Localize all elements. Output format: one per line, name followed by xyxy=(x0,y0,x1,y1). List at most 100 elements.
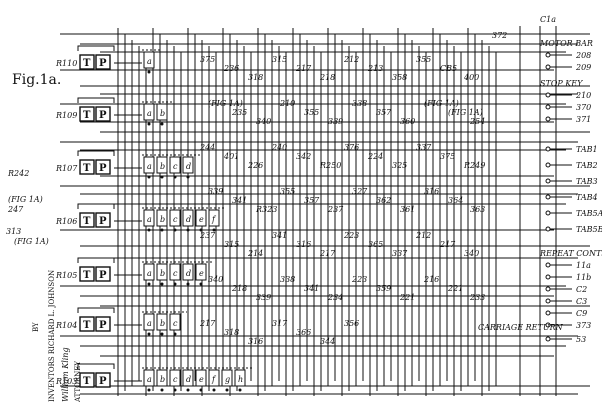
right-terminal xyxy=(545,194,551,200)
wire-number: 337 xyxy=(416,143,432,152)
contact-box xyxy=(143,51,155,69)
contact-box xyxy=(182,209,194,227)
contact-dot xyxy=(160,175,164,179)
wire-number: R250 xyxy=(319,161,341,170)
coil-bracket xyxy=(77,363,115,369)
wire-number: 218 xyxy=(231,284,247,293)
contact-dot xyxy=(212,388,216,392)
wire-number: 234 xyxy=(327,293,343,302)
contact-letter: b xyxy=(160,215,165,224)
relay-label: R103 xyxy=(55,377,77,386)
right-terminal-number: 373 xyxy=(576,321,591,330)
wire-number: 337 xyxy=(392,249,408,258)
contact-dot xyxy=(186,388,190,392)
coil-bracket xyxy=(77,97,115,103)
wire-number: 376 xyxy=(344,143,359,152)
right-terminal xyxy=(545,336,551,342)
right-group-title: REPEAT CONTS xyxy=(539,249,602,258)
wire-number: 340 xyxy=(464,249,479,258)
contact-dot xyxy=(160,388,164,392)
contact-letter: a xyxy=(147,319,152,328)
wire-number: 359 xyxy=(376,284,391,293)
wire-number: 318 xyxy=(248,73,263,82)
right-terminal xyxy=(545,116,551,122)
right-terminal xyxy=(545,104,551,110)
contact-dot xyxy=(173,388,177,392)
wire-number: 235 xyxy=(231,108,247,117)
contact-letter: e xyxy=(199,269,204,278)
relay-label: R110 xyxy=(55,59,77,68)
contact-letter: a xyxy=(147,375,152,384)
contact-dot xyxy=(212,228,216,232)
attorney-text: ATTORNEY xyxy=(74,361,82,403)
contact-dot xyxy=(147,175,151,179)
wire-number: 316 xyxy=(296,240,311,249)
signature: William Kling xyxy=(61,347,70,402)
wire-number: 340 xyxy=(208,275,223,284)
figure-title: Fig.1a. xyxy=(12,72,61,88)
wire-number: 365 xyxy=(368,240,383,249)
contact-letter: b xyxy=(160,162,165,171)
right-terminal-number: TAB5B xyxy=(576,225,602,234)
relay-coil-t xyxy=(79,372,95,388)
relay-label: R107 xyxy=(55,164,78,173)
by-text: BY xyxy=(32,322,40,332)
wire-number: 224 xyxy=(367,152,383,161)
wire-number: 327 xyxy=(352,187,368,196)
contact-box xyxy=(169,156,181,174)
wire-number: 400 xyxy=(463,73,479,82)
wire-number: 363 xyxy=(470,205,485,214)
wire-number: 223 xyxy=(343,231,359,240)
wire-number: 340 xyxy=(256,117,271,126)
wire-number: 237 xyxy=(199,231,216,240)
wire-number: 315 xyxy=(272,55,287,64)
coil-letter: T xyxy=(83,320,91,331)
wire-number: 217 xyxy=(295,64,312,73)
coil-letter: T xyxy=(83,110,91,121)
contact-box xyxy=(234,369,246,387)
wire-number: 233 xyxy=(469,293,485,302)
contact-letter: c xyxy=(173,319,178,328)
wire-number: R323 xyxy=(255,205,277,214)
wire-number: 210 xyxy=(279,99,295,108)
relay-coil-p xyxy=(95,159,111,175)
wire-number: 357 xyxy=(304,196,320,205)
coil-letter: P xyxy=(99,163,107,174)
wire-number: (FIG 1A) xyxy=(448,108,483,117)
right-terminal-number: TAB1 xyxy=(576,145,598,154)
wire-number: 355 xyxy=(304,108,319,117)
relay-coil-t xyxy=(79,54,95,70)
relay-coil-p xyxy=(95,316,111,332)
relay-label: R104 xyxy=(55,321,77,330)
contact-box xyxy=(169,369,181,387)
left-label-fig1a-a: (FIG 1A) xyxy=(8,195,43,204)
contact-letter: c xyxy=(173,215,178,224)
right-terminal xyxy=(545,298,551,304)
contact-dot xyxy=(199,282,203,286)
contact-letter: a xyxy=(147,109,152,118)
right-terminal xyxy=(545,92,551,98)
contact-letter: a xyxy=(147,57,152,66)
left-label-247: 247 xyxy=(7,205,24,214)
wire-number: (FIG 1A) xyxy=(424,99,459,108)
wire-number: 254 xyxy=(469,117,485,126)
wire-number: 317 xyxy=(272,319,288,328)
contact-letter: f xyxy=(211,375,217,384)
wire-number: 360 xyxy=(400,117,415,126)
contact-box xyxy=(182,156,194,174)
contact-box xyxy=(221,369,233,387)
contact-dot xyxy=(160,228,164,232)
relay-coil-p xyxy=(95,106,111,122)
wire-number: 341 xyxy=(232,196,247,205)
contact-box xyxy=(143,209,155,227)
right-top-372: 372 xyxy=(492,31,507,40)
wire-number: R249 xyxy=(463,161,485,170)
wire-number: 375 xyxy=(200,55,215,64)
relay-label: R105 xyxy=(55,271,77,280)
wire-number: 213 xyxy=(367,64,383,73)
